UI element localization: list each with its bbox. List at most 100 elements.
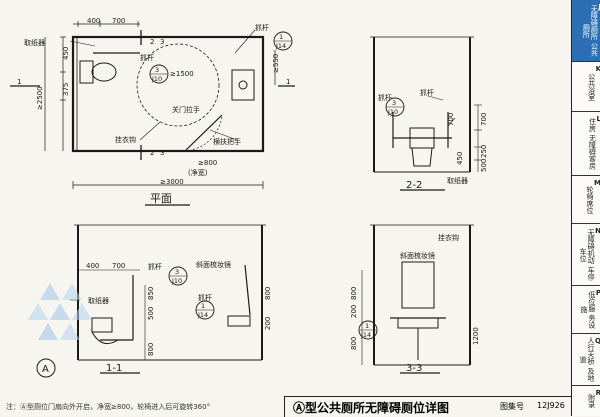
sec22-dim-1: 700 xyxy=(480,113,488,126)
atlas-label: 图集号 xyxy=(500,402,524,411)
plan-sink xyxy=(231,69,255,101)
plan-callout-j10-ref: J10 xyxy=(151,75,162,83)
sec33-mirror xyxy=(401,261,435,309)
sec22-title: 2-2 xyxy=(406,180,422,191)
plan-sec-mark-3b: 3 xyxy=(160,149,164,157)
plan-sec-mark-1: 1 xyxy=(17,78,21,86)
plan-label-door-handle: 关门拉手 xyxy=(172,105,200,114)
plan-dim-450: 450 xyxy=(62,47,70,60)
sec22-dim-4: 500 xyxy=(480,159,488,172)
sec11-dim-500: 500 xyxy=(147,307,155,320)
section-3-3 xyxy=(361,224,474,374)
plan-dim-door-note: (净宽) xyxy=(188,168,208,177)
title-block: Ⓐ型公共厕所无障碍厕位详图 图集号 12J926 xyxy=(284,396,572,417)
sec33-dim-1200: 1200 xyxy=(472,327,480,345)
sec33-dim-800: 800 xyxy=(350,287,358,300)
plan-dim-3000: ≥3000 xyxy=(160,178,184,186)
sec11-callout-j10-ref: J10 xyxy=(171,277,182,285)
sec33-dim-800b: 800 xyxy=(350,337,358,350)
sec22-label-tissue: 取纸器 xyxy=(447,176,468,185)
sec11-dim-200: 200 xyxy=(264,317,272,330)
drawing-canvas: 400 700 取纸器 450 375 ≥2500 2 3 2 3 1 1 3 … xyxy=(10,17,488,378)
sec33-label-mirror: 斜面梳妆镜 xyxy=(400,251,435,260)
sec11-toilet xyxy=(91,317,113,333)
sec11-callout-j14 xyxy=(195,300,215,320)
plan-dim-door: ≥800 xyxy=(198,159,217,167)
plan-label-horiz-handle: 横扶把手 xyxy=(213,137,241,146)
sidebar-tab-label: 人行天桥 及地道 xyxy=(579,337,596,382)
sec33-sink xyxy=(397,317,439,329)
plan-dim-700: 700 xyxy=(112,17,125,25)
sec11-dim-800: 800 xyxy=(264,287,272,300)
plan-callout-j10-num: 3 xyxy=(155,66,159,74)
sidebar-tab-label: 公共浴室 xyxy=(587,72,596,101)
sec11-label-grabbar-2: 抓杆 xyxy=(198,293,212,302)
sec11-callout-j14-num: 1 xyxy=(201,302,205,310)
section-2-2 xyxy=(370,36,482,191)
sec22-label-grabbar-r: 抓杆 xyxy=(420,88,434,97)
sidebar-tab-label: 住房 无障碍客房 xyxy=(588,117,597,170)
sec22-callout-num: 3 xyxy=(392,99,396,107)
sec11-label-tissue: 取纸器 xyxy=(88,296,109,305)
detail-badge-letter: A xyxy=(42,364,49,375)
sidebar-tab-letter: M xyxy=(594,179,600,187)
plan-callout-j14 xyxy=(273,31,293,51)
plan-callout-j10 xyxy=(149,64,169,84)
plan-dim-1500: ≥1500 xyxy=(170,70,194,78)
sec11-callout-j10 xyxy=(168,266,188,286)
sec11-label-grabbar: 抓杆 xyxy=(148,262,162,271)
sidebar-tab-letter: K xyxy=(595,65,600,73)
sec22-dim-0: 700 xyxy=(447,113,455,126)
sec11-dim-850: 850 xyxy=(147,287,155,300)
plan-callout-j14-num: 1 xyxy=(279,33,283,41)
sec11-callout-j10-num: 3 xyxy=(175,268,179,276)
sec33-label-coat-hook: 挂衣钩 xyxy=(438,233,459,242)
sec33-callout-num: 1 xyxy=(365,322,369,330)
sec11-dim-700: 700 xyxy=(112,262,125,270)
sec22-dim-3: 250 xyxy=(480,145,488,158)
plan-view xyxy=(10,21,295,206)
sidebar-tab-letter: J xyxy=(598,3,600,11)
sidebar-tab-label: 低位服 务设施 xyxy=(579,290,596,329)
plan-dim-2500: ≥2500 xyxy=(36,86,44,110)
sec11-callout-j14-ref: J14 xyxy=(197,311,208,319)
plan-label-coat-hook: 挂衣钩 xyxy=(115,135,136,144)
atlas-number: 12J926 xyxy=(537,401,565,410)
plan-label-grabbar-2: 抓杆 xyxy=(255,23,269,32)
plan-toilet-tank xyxy=(79,60,94,84)
watermark-logo xyxy=(28,283,92,340)
sidebar-tab-letter: N xyxy=(595,227,600,235)
sidebar-tab-letter: L xyxy=(596,115,600,123)
sidebar-tab-label: 附录 xyxy=(587,394,596,408)
sec33-title: 3-3 xyxy=(406,363,422,374)
plan-sec-mark-3: 3 xyxy=(160,38,164,46)
sidebar-tab-letter: R xyxy=(595,389,600,397)
plan-sec-mark-1b: 1 xyxy=(286,78,290,86)
bottom-note: 注：Ⓐ型厕位门扇向外开启，净宽≥800，轮椅进入后可旋转360° xyxy=(6,403,211,411)
plan-sec-mark-2: 2 xyxy=(150,38,154,46)
sec33-dim-200: 200 xyxy=(350,305,358,318)
sec11-title: 1-1 xyxy=(106,363,122,374)
plan-wall-outline xyxy=(71,35,265,153)
detail-badge xyxy=(36,358,56,378)
plan-dim-375: 375 xyxy=(62,83,70,96)
sec22-label-grabbar-l: 抓杆 xyxy=(378,93,392,102)
sec22-callout-ref: J10 xyxy=(387,108,398,116)
plan-dim-400: 400 xyxy=(87,17,100,25)
sidebar-tab-label: 无障碍机动 车停车位 xyxy=(579,228,596,281)
sec33-callout-ref: J14 xyxy=(360,331,371,339)
plan-label-tissue: 取纸器 xyxy=(24,38,45,47)
plan-callout-j14-ref: J14 xyxy=(275,42,286,50)
plan-title: 平面 xyxy=(150,192,172,205)
sec11-sink xyxy=(227,315,251,327)
